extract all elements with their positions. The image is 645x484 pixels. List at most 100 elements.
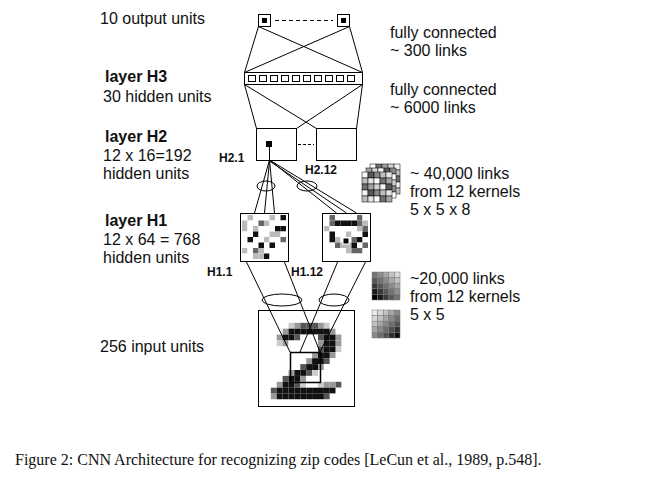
pixel-cell <box>336 388 342 394</box>
pixel-cell <box>368 184 374 190</box>
pixel-cell <box>342 335 348 341</box>
pixel-cell <box>270 221 276 227</box>
pixel-cell <box>362 184 368 190</box>
pixel-cell <box>277 370 283 376</box>
pixel-cell <box>277 400 283 406</box>
pixel-cell <box>289 358 295 364</box>
pixel-cell <box>242 254 248 260</box>
pixel-cell <box>363 226 369 232</box>
pixel-cell <box>265 364 271 370</box>
pixel-cell <box>389 321 395 327</box>
feature-map-pattern <box>324 215 368 259</box>
pixel-cell <box>248 215 254 221</box>
full-connection <box>245 27 259 73</box>
pixel-cell <box>277 341 283 347</box>
pixel-cell <box>306 388 312 394</box>
pixel-cell <box>242 237 248 243</box>
pixel-cell <box>380 172 386 178</box>
pixel-cell <box>378 332 384 338</box>
pixel-cell <box>271 376 277 382</box>
pixel-cell <box>362 172 368 178</box>
pixel-cell <box>324 370 330 376</box>
pixel-cell <box>352 243 358 249</box>
pixel-cell <box>389 310 395 316</box>
pixel-cell <box>352 221 358 227</box>
feature-map-pattern <box>242 215 286 259</box>
pixel-cell <box>259 254 265 260</box>
pixel-cell <box>330 248 336 254</box>
pixel-cell <box>352 237 358 243</box>
pixel-cell <box>346 232 352 238</box>
pixel-cell <box>330 394 336 400</box>
pixel-cell <box>259 370 265 376</box>
pixel-cell <box>342 388 348 394</box>
pixel-cell <box>271 341 277 347</box>
pixel-cell <box>277 352 283 358</box>
pixel-cell <box>342 323 348 329</box>
pixel-cell <box>300 364 306 370</box>
pixel-cell <box>394 327 400 333</box>
pixel-cell <box>283 352 289 358</box>
hidden-unit <box>266 141 272 147</box>
pixel-cell <box>312 394 318 400</box>
pixel-cell <box>336 364 342 370</box>
pixel-cell <box>248 243 254 249</box>
pixel-cell <box>389 289 395 295</box>
pixel-cell <box>248 221 254 227</box>
pixel-cell <box>318 329 324 335</box>
pixel-cell <box>253 243 259 249</box>
pixel-cell <box>378 310 384 316</box>
field-ellipse <box>257 181 275 191</box>
field-ellipse <box>319 294 349 306</box>
pixel-cell <box>330 364 336 370</box>
pixel-cell <box>281 254 287 260</box>
pixel-cell <box>265 382 271 388</box>
pixel-cell <box>380 184 386 190</box>
pixel-cell <box>348 376 354 382</box>
pixel-cell <box>271 370 277 376</box>
pixel-cell <box>312 376 318 382</box>
pixel-cell <box>283 394 289 400</box>
pixel-cell <box>281 226 287 232</box>
map-name: H2.12 <box>305 163 337 177</box>
pixel-cell <box>341 254 347 260</box>
feature-map: H2.1 <box>256 128 297 161</box>
pixel-cell <box>306 400 312 406</box>
pixel-cell <box>271 388 277 394</box>
pixel-cell <box>289 394 295 400</box>
pixel-cell <box>330 352 336 358</box>
pixel-cell <box>348 311 354 317</box>
full-connection <box>259 27 363 73</box>
pixel-cell <box>259 358 265 364</box>
pixel-cell <box>270 226 276 232</box>
pixel-cell <box>259 364 265 370</box>
pixel-cell <box>324 358 330 364</box>
pixel-cell <box>318 388 324 394</box>
pixel-cell <box>394 278 400 284</box>
pixel-cell <box>380 196 386 202</box>
input-digit <box>259 311 353 405</box>
pixel-cell <box>300 394 306 400</box>
pixel-cell <box>265 311 271 317</box>
pixel-cell <box>265 335 271 341</box>
map-name: H1.12 <box>291 265 323 279</box>
pixel-cell <box>342 370 348 376</box>
pixel-cell <box>294 358 300 364</box>
receptive-lines <box>246 261 366 383</box>
pixel-cell <box>336 341 342 347</box>
pixel-cell <box>283 400 289 406</box>
pixel-cell <box>271 400 277 406</box>
pixel-cell <box>277 388 283 394</box>
pixel-cell <box>259 382 265 388</box>
pixel-cell <box>348 346 354 352</box>
pixel-cell <box>394 310 400 316</box>
pixel-cell <box>383 294 389 300</box>
pixel-cell <box>386 178 392 184</box>
pixel-cell <box>289 364 295 370</box>
pixel-cell <box>378 278 384 284</box>
pixel-cell <box>378 289 384 295</box>
pixel-cell <box>294 376 300 382</box>
pixel-cell <box>374 184 380 190</box>
pixel-cell <box>259 400 265 406</box>
